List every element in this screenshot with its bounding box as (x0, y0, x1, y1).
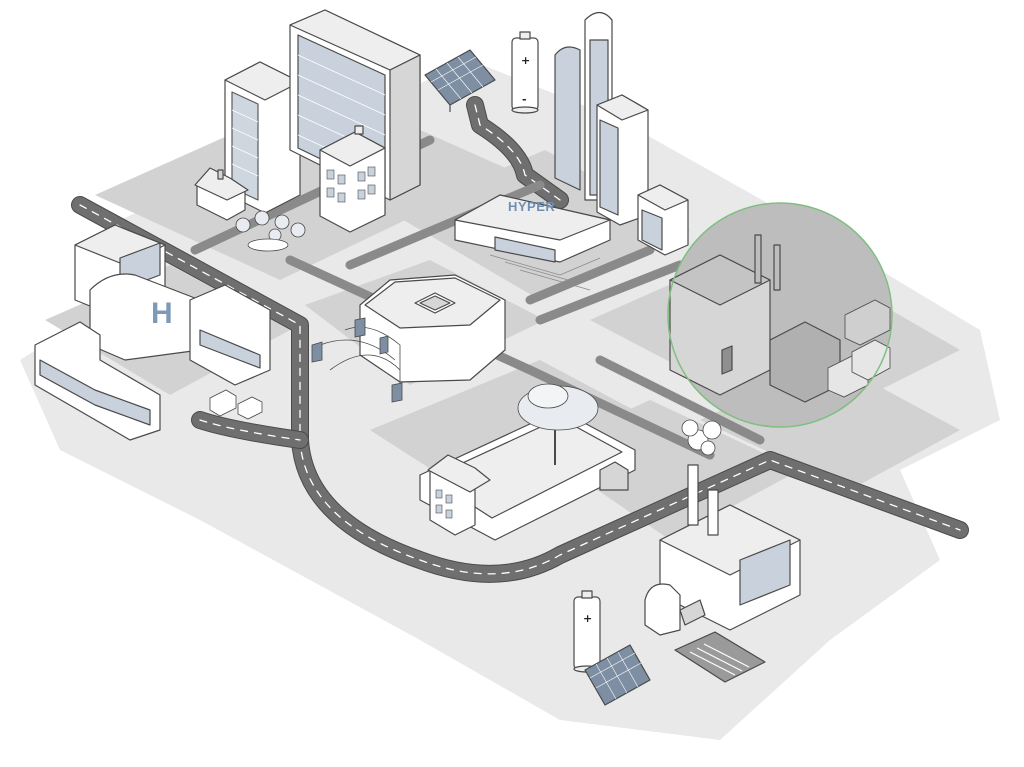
small-house (194, 167, 249, 221)
hyper-supermarket: HYPER (454, 194, 611, 291)
solar-panel-bottom (584, 644, 651, 706)
tree (517, 383, 599, 465)
arena (311, 274, 506, 403)
hospital: H (34, 224, 271, 441)
park-trees (235, 210, 306, 252)
office-towers (224, 9, 421, 233)
cable-pit (674, 631, 766, 683)
highlight-circle (667, 202, 893, 428)
battery-top-plus: + (521, 54, 530, 67)
hospital-h-sign: H (151, 297, 173, 330)
trucks (827, 299, 891, 398)
solar-panel-top (424, 49, 496, 112)
round-towers (554, 11, 689, 256)
battery-top-icon: + - (511, 31, 539, 114)
school-courtyard (419, 409, 636, 541)
hyper-sign: HYPER (508, 199, 555, 214)
battery-top-minus: - (522, 93, 527, 106)
power-plant (644, 419, 801, 636)
smoke (681, 419, 722, 456)
industrial-site (668, 203, 892, 427)
battery-bottom-plus: + (583, 612, 592, 625)
battery-bottom-icon: + (573, 590, 601, 673)
ambulance-vehicles (209, 389, 263, 420)
road-network (71, 96, 969, 583)
